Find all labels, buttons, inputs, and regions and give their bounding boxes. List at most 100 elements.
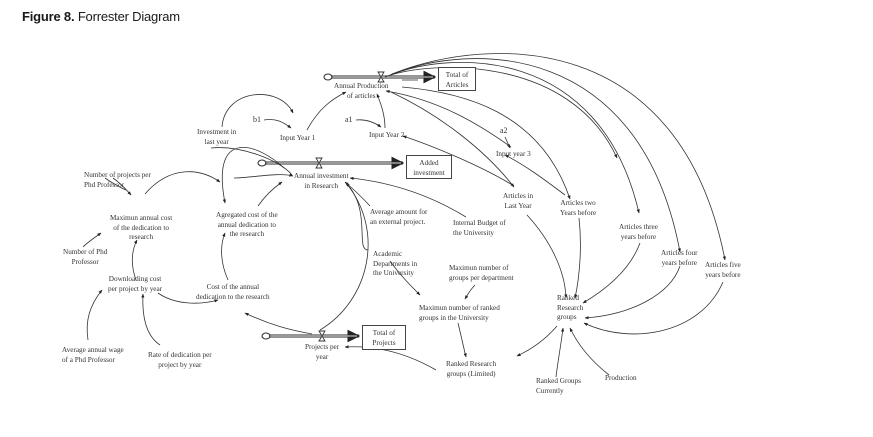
aux-ranked-research-groups: Ranked Research groups xyxy=(557,294,583,323)
connector-two-years-to-ranked xyxy=(574,217,581,299)
label-line: an external project. xyxy=(370,217,426,226)
label-line: Professor xyxy=(71,257,99,266)
aux-average-wage: Average annual wage of a Phd Professor xyxy=(62,346,124,365)
connector-budget-to-investment xyxy=(349,176,467,218)
valve-icon xyxy=(315,157,323,169)
label-line: Average amount for xyxy=(370,208,428,216)
aux-aggregated-cost: Agregated cost of the annual dedication … xyxy=(216,211,278,240)
stock-total-projects: Total of Projects xyxy=(362,325,406,350)
connector-input1-to-production xyxy=(306,91,347,131)
connector-rate-to-downloading xyxy=(141,293,161,346)
label-line: annual dedication to xyxy=(217,220,276,229)
figure-title-text: Forrester Diagram xyxy=(77,9,180,24)
aux-max-ranked-groups: Maximun number of ranked groups in the U… xyxy=(419,304,500,323)
label-line: Ranked Research xyxy=(446,360,497,368)
label-line: groups per department xyxy=(449,273,514,282)
flow-projects-per-year: Projects per year xyxy=(305,343,339,362)
connector-input2-to-production xyxy=(376,93,386,129)
connector-to-three-years-a xyxy=(384,67,618,159)
aux-cost-annual-dedication: Cost of the annual dedication to the res… xyxy=(196,283,270,302)
aux-ranked-groups-limited: Ranked Research groups (Limited) xyxy=(446,360,496,379)
label-line: Rate of dedication per xyxy=(148,351,212,359)
valve-icon xyxy=(318,330,326,342)
label-line: Departments in xyxy=(373,259,418,268)
connector-projects-phd-to-maxcost xyxy=(112,177,132,196)
label-line: the University xyxy=(453,228,494,237)
connector-last-year-to-ranked xyxy=(526,214,568,299)
label-line: Phd Professor xyxy=(84,180,125,189)
label-line: Years before xyxy=(560,208,597,217)
connector-cost-to-aggregated xyxy=(221,232,229,281)
connector-investment-link xyxy=(210,147,293,176)
label-line: Maximun annual cost xyxy=(110,214,173,222)
connector-five-years-to-ranked xyxy=(583,281,724,335)
aux-projects-per-phd: Number of projects per Phd Professor xyxy=(84,171,151,190)
aux-investment-last-year: Investment in last year xyxy=(197,128,236,147)
label-line: research xyxy=(129,233,154,241)
aux-articles-last-year: Articles in Last Year xyxy=(503,192,533,211)
connector-ranked-out xyxy=(516,325,558,357)
label-line: Research xyxy=(557,303,584,312)
aux-b1: b1 xyxy=(253,115,261,124)
stock-total-articles: Total of Articles xyxy=(438,67,476,91)
label-line: Academic xyxy=(373,250,403,258)
label-line: Ranked Groups xyxy=(536,377,581,385)
connector-production-to-two-years xyxy=(401,86,571,200)
connector-last-year-to-input2 xyxy=(402,135,515,187)
aux-articles-four-years: Articles four years before xyxy=(661,249,698,268)
aux-academic-departments: Academic Departments in the University xyxy=(373,250,417,279)
connectors xyxy=(82,53,726,378)
stock-label-line: Total of xyxy=(372,329,396,337)
connector-b1-to-input1 xyxy=(263,119,292,129)
stock-label-line: Articles xyxy=(445,81,469,89)
label-line: Number of projects per xyxy=(84,171,151,179)
label-line: Internal Budget of xyxy=(453,219,506,227)
connector-academic-to-max-ranked xyxy=(389,260,421,296)
label-line: dedication to the research xyxy=(196,292,270,301)
label-line: Average annual wage xyxy=(62,346,124,354)
connector-two-years-to-input3 xyxy=(504,154,566,196)
label-line: Articles four xyxy=(661,249,698,257)
connector-projects-to-cost xyxy=(244,312,313,335)
connector-four-years-to-ranked xyxy=(584,265,681,320)
aux-articles-three-years: Articles three years before xyxy=(619,223,658,242)
cloud-source-icon xyxy=(261,332,271,340)
label-line: Articles in xyxy=(503,192,534,200)
aux-a1: a1 xyxy=(345,115,353,124)
label-line: the University xyxy=(373,269,414,277)
figure-label: Figure 8. xyxy=(22,9,75,24)
stock-label-line: Added xyxy=(419,159,439,167)
label-line: groups xyxy=(557,313,577,321)
aux-average-amount: Average amount for an external project. xyxy=(370,208,427,227)
flow-annual-production: Annual Production of articles xyxy=(334,82,389,101)
stock-label-line: Projects xyxy=(372,339,396,347)
label-line: Ranked xyxy=(557,294,579,302)
connector-a1-to-input2 xyxy=(355,119,382,128)
connector-currently-to-ranked xyxy=(555,327,565,378)
stock-added-investment: Added investment xyxy=(406,155,452,179)
aux-downloading-cost: Downloading cost per project by year xyxy=(108,275,162,294)
stock-label-line: investment xyxy=(413,169,445,177)
label-line: Currently xyxy=(536,386,564,395)
connector-downloading-to-maxcost xyxy=(131,239,138,281)
label-line: years before xyxy=(705,270,741,279)
aux-max-groups-department: Maximun number of groups per department xyxy=(449,264,514,283)
aux-ranked-groups-currently: Ranked Groups Currently xyxy=(536,377,581,396)
label-line: Downloading cost xyxy=(108,275,162,283)
label-line: Cost of the annual xyxy=(206,283,260,291)
connector-to-three-years xyxy=(387,61,640,214)
connector-to-annual-investment xyxy=(233,173,294,179)
connector-wage-to-downloading xyxy=(86,289,103,341)
connector-to-five-years xyxy=(391,53,726,261)
label-line: Annual investment xyxy=(294,172,349,180)
label-line: Projects per xyxy=(305,343,340,351)
label-line: last year xyxy=(204,137,229,146)
label-line: Articles five xyxy=(705,261,741,269)
cloud-source-icon xyxy=(323,73,333,81)
aux-articles-five-years: Articles five years before xyxy=(705,261,741,280)
connector-production-to-ranked xyxy=(569,327,610,376)
label-line: Maximun number of xyxy=(449,264,509,272)
aux-articles-two-years: Articles two Years before xyxy=(560,199,596,218)
label-line: years before xyxy=(620,232,657,241)
